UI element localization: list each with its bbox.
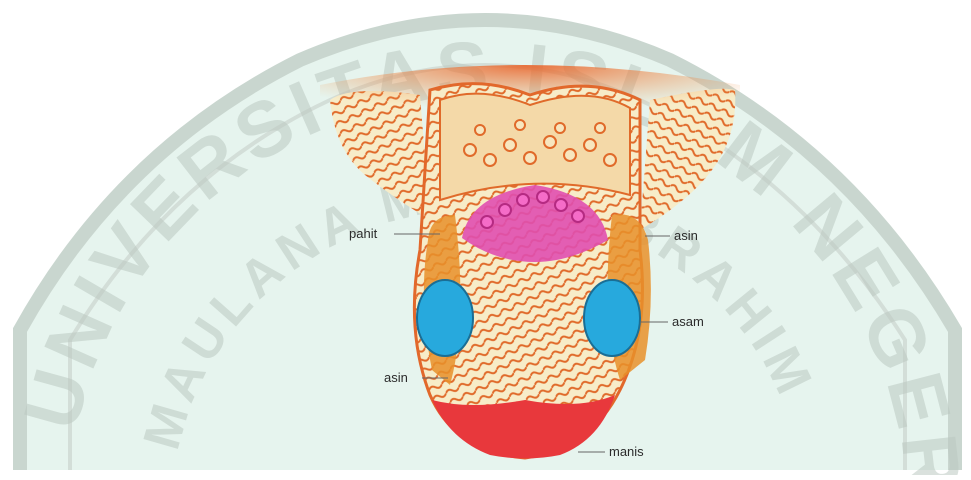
asam-region-right: [584, 280, 640, 356]
asam-region-left: [417, 280, 473, 356]
label-asin-left: asin: [384, 370, 408, 385]
label-manis: manis: [609, 444, 644, 459]
label-pahit: pahit: [349, 226, 377, 241]
label-asin-right: asin: [674, 228, 698, 243]
label-asam: asam: [672, 314, 704, 329]
